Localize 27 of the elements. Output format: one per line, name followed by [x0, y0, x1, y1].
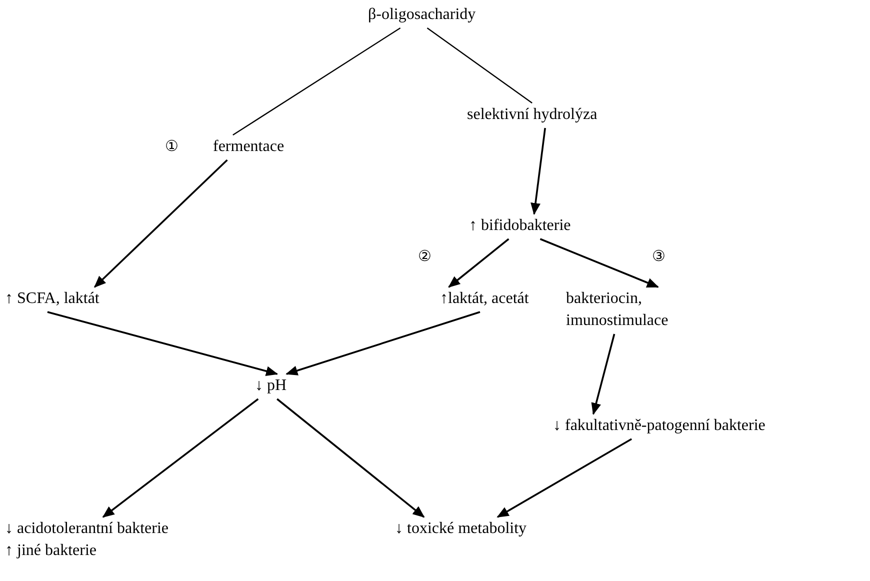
connector-line — [426, 28, 532, 104]
arrow — [448, 238, 510, 288]
arrow — [102, 398, 259, 518]
node-text: ↑laktát, acetát — [440, 289, 529, 309]
connector-line — [232, 28, 401, 136]
arrow — [47, 311, 278, 376]
node-text: bakteriocin, imunostimulace — [566, 289, 670, 331]
node-text: ↑ SCFA, laktát — [5, 289, 100, 309]
node-text: ↓ pH — [255, 376, 287, 396]
node-text: ↓ toxické metabolity — [395, 519, 527, 539]
step-number: ① — [165, 138, 178, 156]
arrow — [496, 438, 632, 518]
arrow — [286, 311, 480, 376]
arrow — [591, 334, 616, 415]
node-text: β-oligosacharidy — [368, 5, 476, 25]
arrow — [94, 159, 228, 288]
arrow — [540, 238, 659, 288]
step-number: ② — [418, 248, 431, 266]
node-text: ↓ acidotolerantní bakterie — [5, 519, 168, 539]
arrow — [530, 128, 546, 215]
node-text: ↓ fakultativně-patogenní bakterie — [553, 416, 766, 436]
arrow — [276, 398, 425, 518]
node-text: ↑ bifidobakterie — [469, 216, 571, 236]
node-text: ↑ jiné bakterie — [5, 541, 98, 561]
node-text: fermentace — [213, 137, 284, 157]
step-number: ③ — [652, 248, 665, 266]
node-text: selektivní hydrolýza — [467, 105, 598, 125]
